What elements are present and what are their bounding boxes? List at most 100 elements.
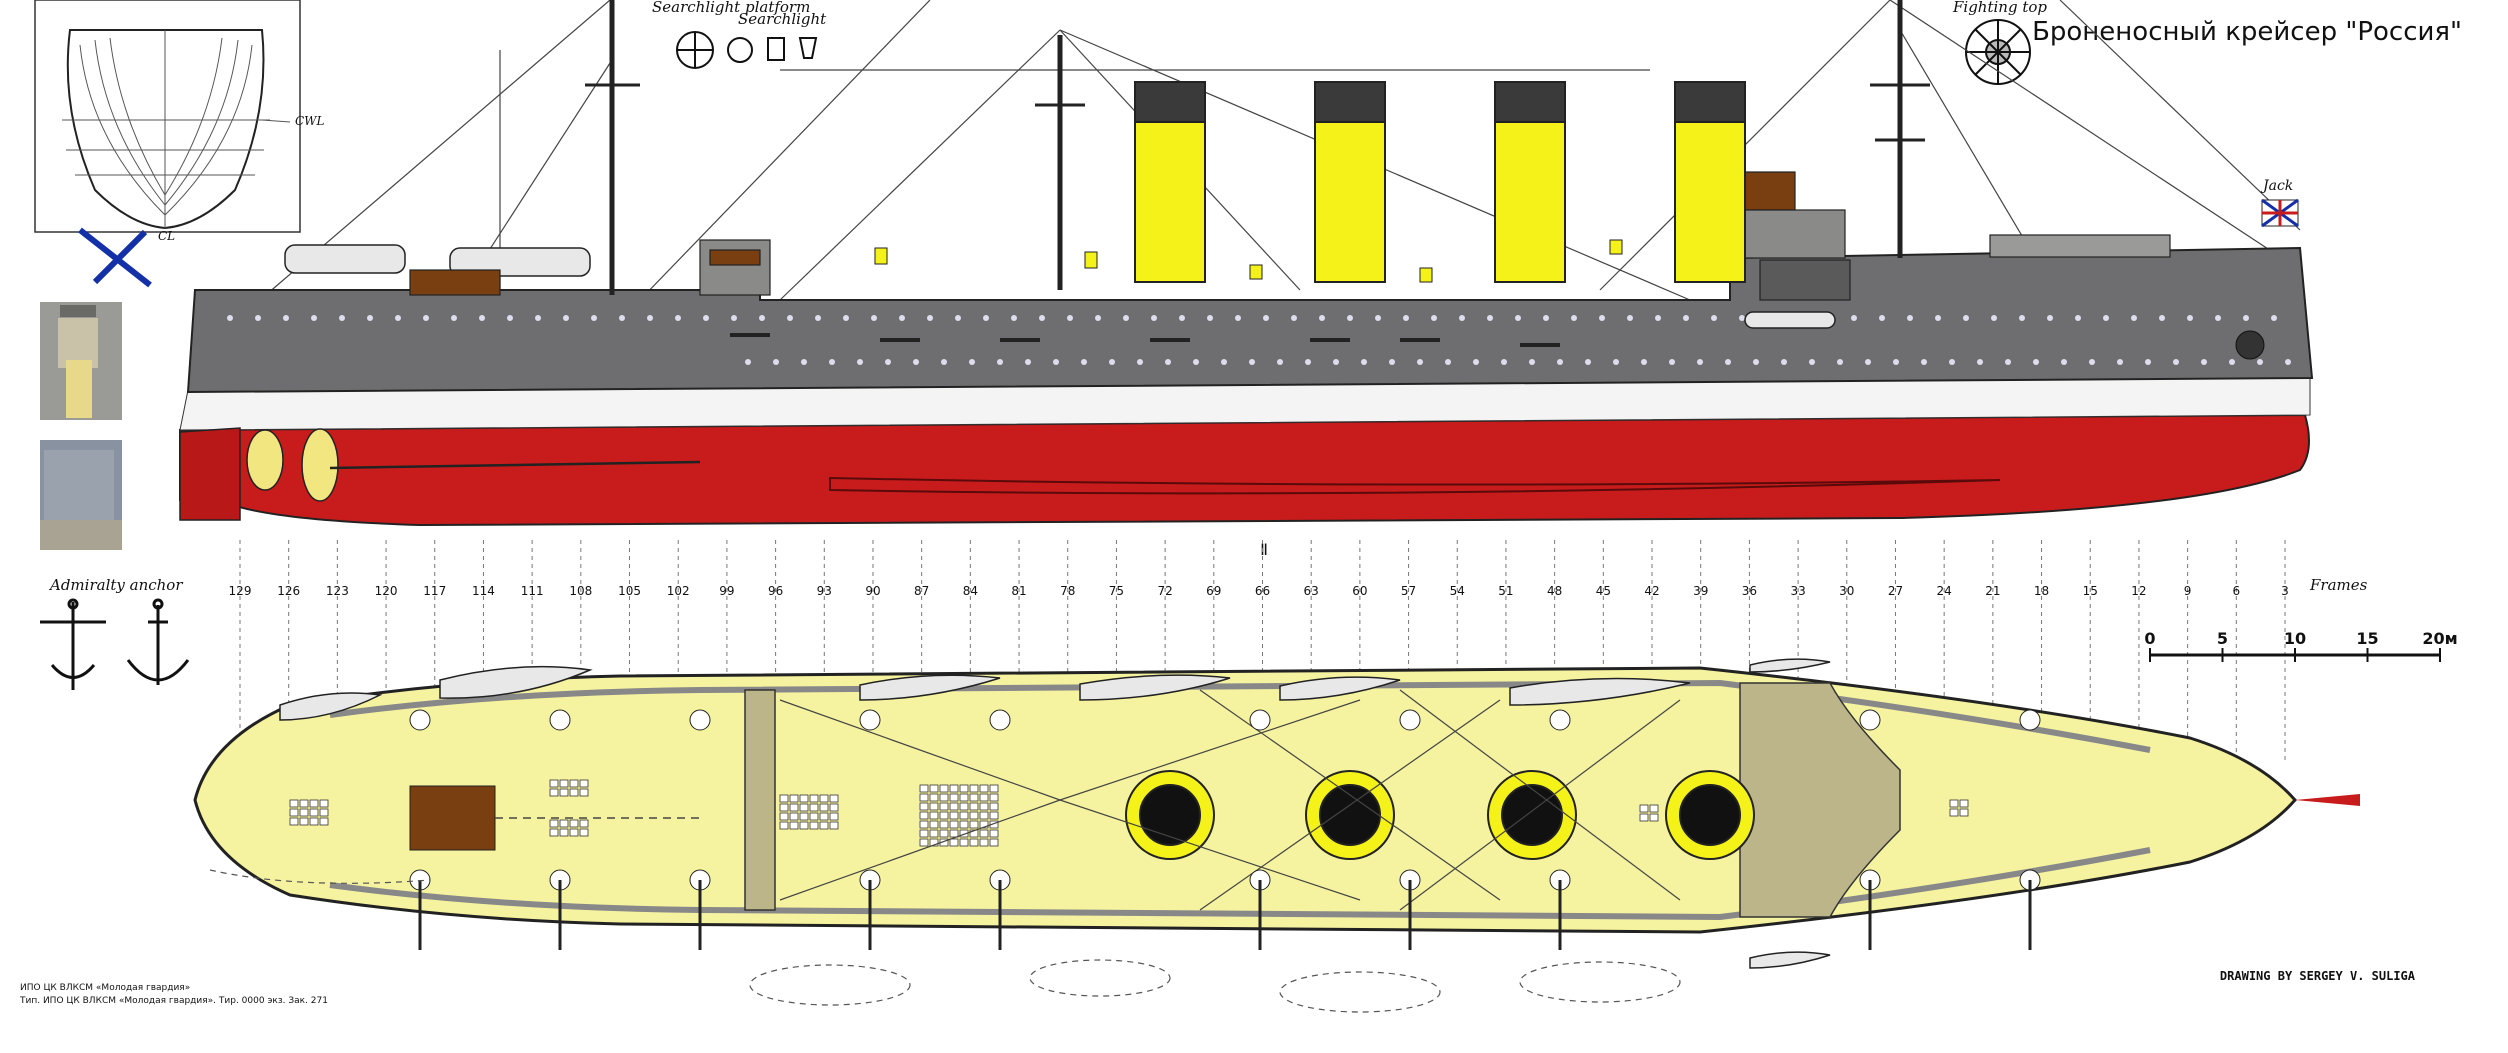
porthole — [479, 315, 485, 321]
vent-cell — [289, 817, 299, 826]
vent-cell — [289, 799, 299, 808]
porthole — [2173, 359, 2179, 365]
vent-cell — [799, 803, 809, 812]
vent-cell — [799, 812, 809, 821]
porthole — [1333, 359, 1339, 365]
frame-number: 30 — [1839, 584, 1854, 598]
frame-number: 39 — [1693, 584, 1708, 598]
vent-cell — [309, 808, 319, 817]
fighting-top-label: Fighting top — [1952, 0, 2047, 16]
vent-cell — [919, 802, 929, 811]
vent-cell — [579, 828, 589, 837]
vent-cell — [939, 820, 949, 829]
porthole — [1081, 359, 1087, 365]
porthole — [2019, 315, 2025, 321]
vent-cell — [939, 802, 949, 811]
plan-view — [193, 658, 2360, 1013]
funnels — [1134, 81, 1746, 283]
printer-line-2: Тип. ИПО ЦК ВЛКСМ «Молодая гвардия». Тир… — [19, 996, 328, 1006]
porthole — [787, 315, 793, 321]
vent-cell — [949, 793, 959, 802]
vent-cell — [309, 799, 319, 808]
vent-cell — [919, 820, 929, 829]
searchlight-label: Searchlight — [738, 10, 827, 28]
porthole — [675, 315, 681, 321]
porthole — [1613, 359, 1619, 365]
porthole — [885, 359, 891, 365]
vent-cell — [959, 784, 969, 793]
porthole — [871, 315, 877, 321]
vent-cell — [969, 838, 979, 847]
frames-label: Frames — [2309, 576, 2368, 594]
vent-cell — [959, 802, 969, 811]
vent-cell — [949, 829, 959, 838]
porthole — [1809, 359, 1815, 365]
midship-mark: Ⅱ — [1260, 540, 1268, 559]
vent-cell — [569, 819, 579, 828]
wooden-decks — [744, 682, 1901, 918]
porthole — [1739, 315, 1745, 321]
skylight — [409, 785, 496, 851]
porthole — [1403, 315, 1409, 321]
vent-cell — [809, 821, 819, 830]
porthole — [647, 315, 653, 321]
funnel-top-opening — [1319, 784, 1381, 846]
searchlight-icons — [727, 37, 818, 63]
vent-cell — [1649, 813, 1659, 822]
vent-cell — [549, 788, 559, 797]
vent-cell — [969, 820, 979, 829]
vent-cell — [829, 812, 839, 821]
vent-cell — [919, 829, 929, 838]
porthole — [1235, 315, 1241, 321]
porthole — [1459, 315, 1465, 321]
vent-cell — [579, 819, 589, 828]
drawing-title: Броненосный крейсер "Россия" — [2032, 17, 2462, 47]
frame-number: 54 — [1450, 584, 1465, 598]
vent-cell — [969, 829, 979, 838]
vent-cell — [319, 817, 329, 826]
vent-cell — [949, 811, 959, 820]
vent-cell — [559, 788, 569, 797]
vent-cell — [829, 794, 839, 803]
vent-cell — [549, 819, 559, 828]
porthole — [745, 359, 751, 365]
vent-cell — [819, 803, 829, 812]
vent-cell — [969, 811, 979, 820]
vent-cell — [1949, 799, 1959, 808]
vent-cell — [959, 793, 969, 802]
funnel-tops-plan — [1125, 770, 1755, 860]
gun-mount — [689, 709, 711, 731]
cl-label: CL — [158, 229, 175, 243]
porthole — [1221, 359, 1227, 365]
frame-number: 63 — [1304, 584, 1319, 598]
porthole — [983, 315, 989, 321]
vent-cell — [939, 811, 949, 820]
vent-cell — [979, 811, 989, 820]
frame-number: 117 — [423, 584, 446, 598]
cwl-label: CWL — [295, 114, 325, 128]
vent-cell — [939, 829, 949, 838]
porthole — [1165, 359, 1171, 365]
porthole — [2215, 315, 2221, 321]
vent-cell — [989, 802, 999, 811]
porthole — [563, 315, 569, 321]
frame-number: 51 — [1498, 584, 1513, 598]
frame-number: 27 — [1888, 584, 1903, 598]
ram-tip — [2295, 794, 2360, 806]
stern-and-propellers — [179, 427, 701, 521]
vent-cell — [969, 802, 979, 811]
porthole — [927, 315, 933, 321]
searchlight-platform-icon — [676, 31, 714, 69]
porthole — [1627, 315, 1633, 321]
porthole — [1725, 359, 1731, 365]
fighting-top-icon — [1965, 19, 2031, 85]
funnel-top-opening — [1679, 784, 1741, 846]
mast-yards — [585, 83, 1930, 142]
vent-cell — [779, 794, 789, 803]
vent-cell — [319, 799, 329, 808]
vent-cell — [569, 788, 579, 797]
porthole — [1669, 359, 1675, 365]
porthole — [2103, 315, 2109, 321]
porthole — [843, 315, 849, 321]
